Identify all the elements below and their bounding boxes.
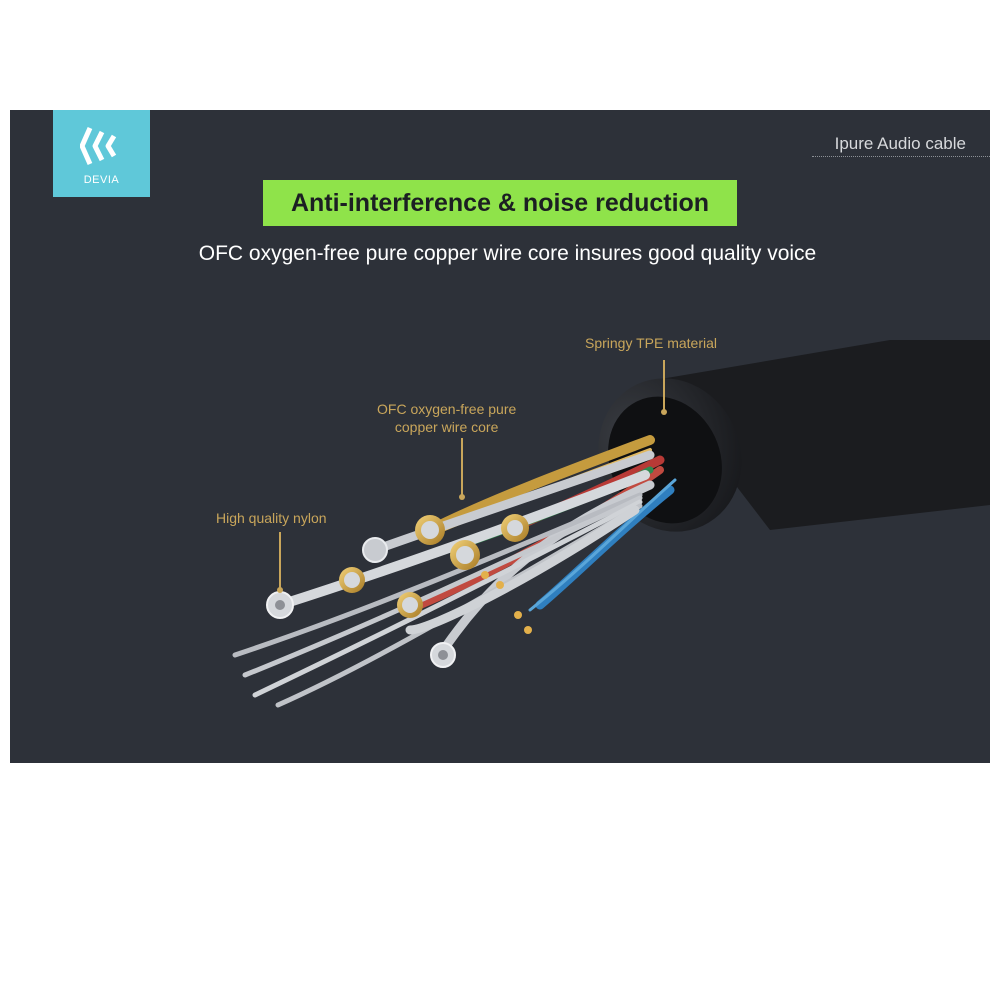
ofc-callout-dot [459, 494, 465, 500]
subtitle: OFC oxygen-free pure copper wire core in… [198, 242, 817, 265]
tpe-callout-dot [661, 409, 667, 415]
product-name: Ipure Audio cable [834, 134, 966, 153]
callout-ofc: OFC oxygen-free pure copper wire core [377, 400, 516, 436]
callout-nylon: High quality nylon [216, 510, 327, 526]
headline: Anti-interference & noise reduction [290, 189, 710, 217]
cable-illustration [232, 340, 990, 708]
callout-tpe: Springy TPE material [585, 335, 718, 351]
product-name-underline [812, 156, 990, 157]
callout-leaders [279, 360, 665, 588]
callout-ofc-line2: copper wire core [394, 419, 499, 435]
logo-text: DEVIA [83, 174, 120, 186]
nylon-callout-dot [277, 587, 283, 593]
callout-ofc-line1: OFC oxygen-free pure [377, 401, 517, 417]
devia-logo-icon [80, 126, 117, 166]
wire-strands [232, 435, 677, 708]
product-banner: DEVIA Ipure Audio cable Anti-interferenc… [10, 110, 990, 763]
headline-banner: Anti-interference & noise reduction [263, 180, 737, 226]
devia-logo: DEVIA [53, 110, 150, 197]
